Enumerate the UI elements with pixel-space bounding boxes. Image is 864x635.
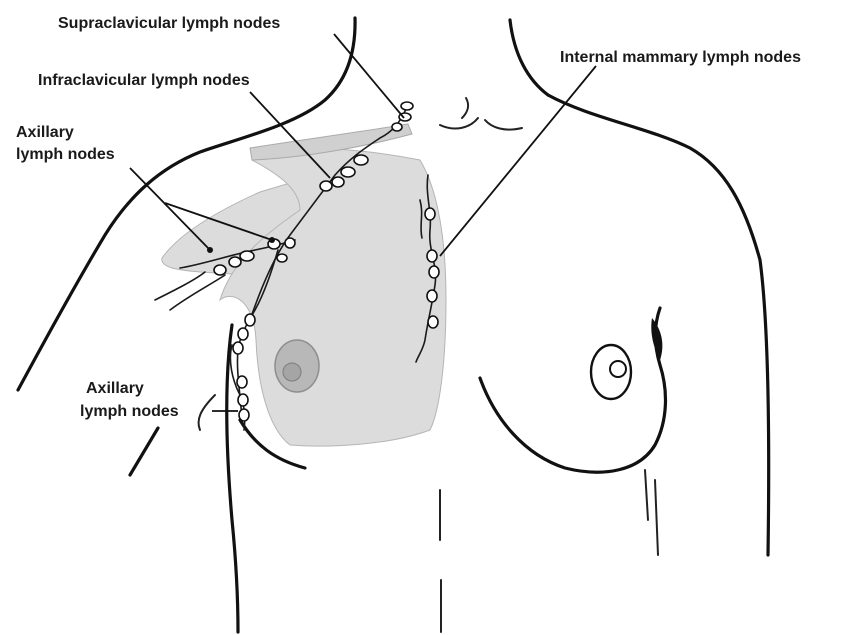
right-flank-line xyxy=(645,470,658,555)
right-neck-line xyxy=(510,20,548,95)
right-breast-outline xyxy=(480,308,665,472)
leader-internal-mammary xyxy=(440,66,596,256)
node-infraclavicular xyxy=(320,181,332,191)
node-internal-mammary xyxy=(427,250,437,262)
sternal-notch-mark xyxy=(462,98,468,118)
node-axillary-lower xyxy=(238,394,248,406)
node-internal-mammary xyxy=(428,316,438,328)
node-internal-mammary xyxy=(425,208,435,220)
node-axillary-lower xyxy=(245,314,255,326)
node-axillary-lower xyxy=(237,376,247,388)
node-axillary xyxy=(277,254,287,262)
node-axillary xyxy=(285,238,295,248)
node-infraclavicular xyxy=(341,167,355,177)
label-internal-mammary: Internal mammary lymph nodes xyxy=(560,49,801,66)
node-infraclavicular xyxy=(332,177,344,187)
node-supraclavicular xyxy=(401,102,413,110)
node-internal-mammary xyxy=(427,290,437,302)
label-axillary-lower-line1: Axillary xyxy=(86,380,144,397)
node-infraclavicular xyxy=(354,155,368,165)
breast-tissue-shading xyxy=(220,148,446,446)
midline xyxy=(440,490,441,632)
label-axillary-upper-line2: lymph nodes xyxy=(16,146,115,163)
leader-axillary-upper-dot xyxy=(269,237,275,243)
left-arm-edge xyxy=(130,428,158,475)
right-shoulder-line xyxy=(548,95,769,555)
right-nipple xyxy=(610,361,626,377)
node-axillary-lower xyxy=(238,328,248,340)
breast-tissue-region xyxy=(162,124,446,446)
label-infraclavicular: Infraclavicular lymph nodes xyxy=(38,72,250,89)
left-flank-line xyxy=(199,395,215,430)
leader-axillary-upper-dot xyxy=(207,247,213,253)
label-axillary-lower-line2: lymph nodes xyxy=(80,403,179,420)
node-axillary xyxy=(229,257,241,267)
node-axillary-lower xyxy=(239,409,249,421)
vessel-axillary-branch xyxy=(155,272,225,310)
node-axillary xyxy=(214,265,226,275)
label-supraclavicular: Supraclavicular lymph nodes xyxy=(58,15,280,32)
sternal-notch xyxy=(440,118,522,130)
left-nipple xyxy=(283,363,301,381)
node-axillary-lower xyxy=(233,342,243,354)
node-supraclavicular xyxy=(392,123,402,131)
leader-axillary-upper-a xyxy=(130,168,210,250)
node-internal-mammary xyxy=(429,266,439,278)
node-axillary xyxy=(240,251,254,261)
label-axillary-upper-line1: Axillary xyxy=(16,124,74,141)
